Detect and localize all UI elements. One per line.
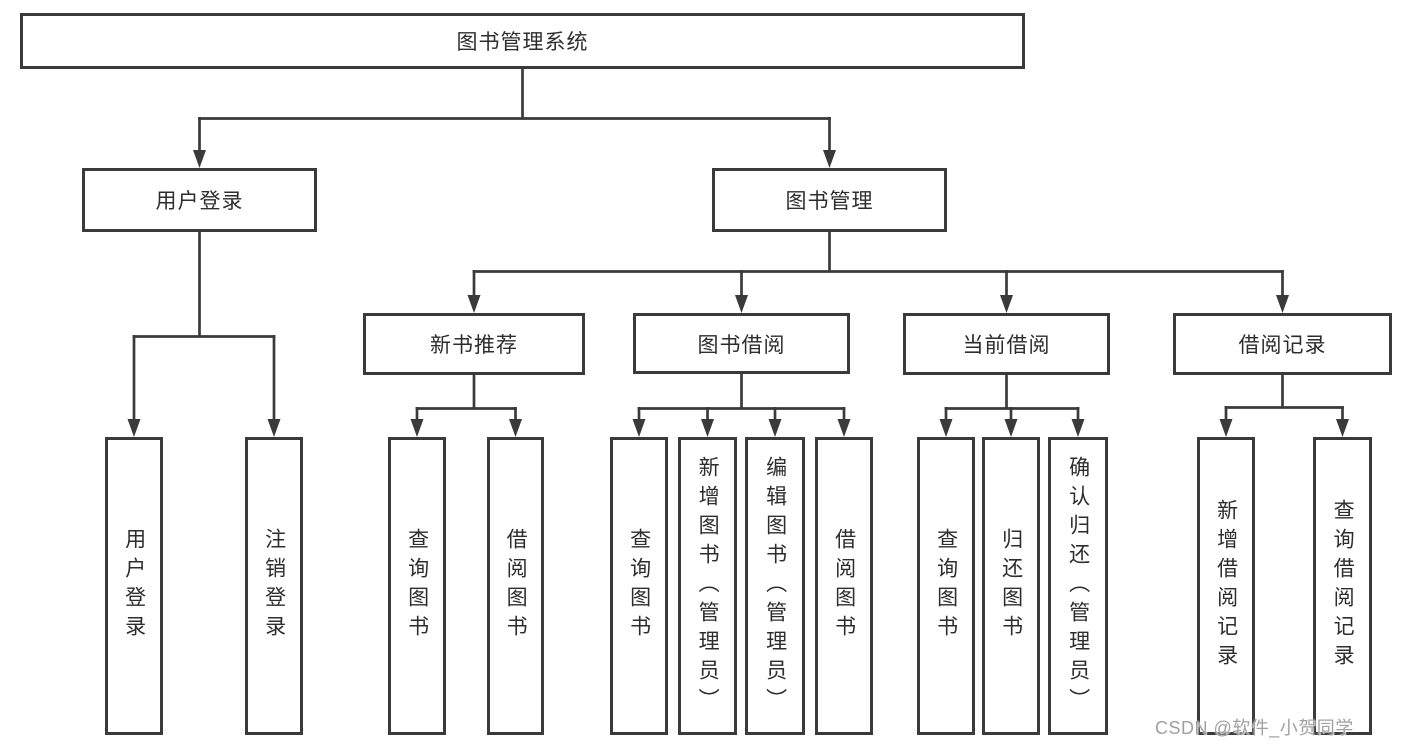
node-label: 借阅记录: [1238, 334, 1327, 357]
node-label: 归还图书: [999, 528, 1023, 644]
node-label: 用户登录: [122, 528, 146, 644]
arrowhead: [1336, 419, 1349, 437]
connector-user-login: [127, 231, 281, 437]
node-leaf-edit-books-admin: 编辑图书（管理员）: [745, 437, 805, 735]
node-label: 查询图书: [934, 528, 958, 644]
arrowhead: [509, 419, 522, 437]
node-leaf-return-books: 归还图书: [982, 437, 1040, 735]
node-label: 查询图书: [627, 528, 651, 644]
connector-borrow-record: [1219, 375, 1349, 437]
node-label: 确认归还（管理员）: [1066, 455, 1090, 717]
arrowhead: [701, 419, 714, 437]
node-book-management: 图书管理: [712, 168, 947, 232]
arrowhead: [823, 150, 836, 168]
node-label: 图书借阅: [697, 333, 786, 357]
node-label: 查询图书: [405, 528, 429, 644]
connector-book-borrow: [632, 374, 851, 437]
node-leaf-borrow-books-1: 借阅图书: [487, 437, 544, 735]
connector-current-borrow: [939, 375, 1085, 437]
node-label: 借阅图书: [832, 528, 856, 644]
arrowhead: [939, 419, 953, 437]
arrowhead: [1071, 419, 1085, 437]
node-label: 注销登录: [262, 528, 286, 644]
node-leaf-confirm-return-admin: 确认归还（管理员）: [1048, 437, 1108, 735]
arrowhead: [267, 419, 281, 437]
node-label: 用户登录: [155, 190, 244, 213]
node-label: 新书推荐: [430, 334, 518, 357]
arrowhead: [127, 419, 141, 437]
arrowhead: [735, 295, 748, 313]
node-current-borrow: 当前借阅: [903, 313, 1110, 375]
node-new-book-recommend: 新书推荐: [363, 313, 585, 375]
node-label: 编辑图书（管理员）: [763, 455, 787, 717]
arrowhead: [837, 419, 851, 437]
node-label: 图书管理系统: [456, 31, 589, 54]
node-label: 图书管理: [785, 190, 874, 213]
node-label: 当前借阅: [962, 334, 1051, 357]
arrowhead: [1004, 419, 1018, 437]
arrowhead: [768, 419, 782, 437]
node-borrow-record: 借阅记录: [1173, 313, 1392, 375]
node-leaf-query-borrow-record: 查询借阅记录: [1313, 437, 1372, 735]
node-leaf-borrow-books-2: 借阅图书: [815, 437, 873, 735]
node-leaf-logout: 注销登录: [245, 437, 303, 735]
node-user-login: 用户登录: [82, 168, 317, 232]
node-leaf-query-books-2: 查询图书: [610, 437, 668, 735]
node-library-management-system: 图书管理系统: [20, 13, 1025, 69]
node-leaf-query-books-1: 查询图书: [388, 437, 446, 735]
node-leaf-add-books-admin: 新增图书（管理员）: [678, 437, 737, 735]
connector-new-book-recommend: [410, 375, 522, 437]
connector-book-management: [467, 231, 1289, 313]
arrowhead: [1276, 295, 1289, 313]
node-leaf-query-books-3: 查询图书: [917, 437, 975, 735]
node-leaf-user-login: 用户登录: [105, 437, 163, 735]
node-label: 新增图书（管理员）: [696, 455, 720, 717]
arrowhead: [410, 419, 424, 437]
arrowhead: [1219, 419, 1233, 437]
node-label: 查询借阅记录: [1331, 499, 1355, 673]
connector-root: [193, 68, 836, 168]
node-label: 新增借阅记录: [1214, 499, 1238, 673]
node-leaf-add-borrow-record: 新增借阅记录: [1197, 437, 1255, 735]
arrowhead: [632, 419, 646, 437]
arrowhead: [193, 150, 206, 168]
csdn-watermark: CSDN @软件_小贺同学: [1155, 718, 1354, 738]
arrowhead: [467, 295, 481, 313]
node-label: 借阅图书: [504, 528, 528, 644]
arrowhead: [1000, 295, 1013, 313]
node-book-borrow: 图书借阅: [633, 313, 850, 374]
